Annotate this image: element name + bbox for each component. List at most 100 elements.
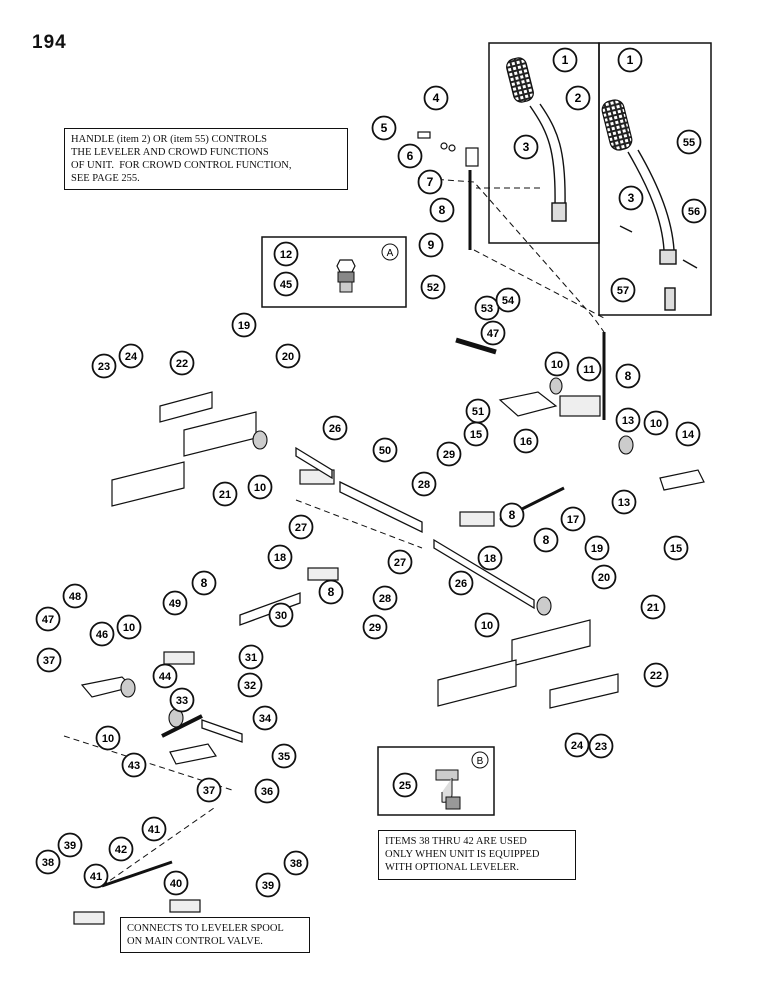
callout-21: 21 — [640, 594, 666, 620]
callout-10: 10 — [544, 351, 570, 377]
callout-number: 29 — [443, 449, 455, 461]
callout-number: 13 — [622, 415, 634, 427]
callout-number: 41 — [90, 871, 102, 883]
mounting-plates — [111, 391, 619, 709]
callout-number: 51 — [472, 406, 484, 418]
callout-number: 19 — [591, 543, 603, 555]
callout-10: 10 — [247, 474, 273, 500]
callout-38: 38 — [35, 849, 61, 875]
callout-number: 35 — [278, 751, 290, 763]
callout-48: 48 — [62, 583, 88, 609]
detail-b-letter: B — [477, 756, 484, 767]
callout-number: 8 — [509, 508, 516, 522]
callout-number: 21 — [219, 489, 231, 501]
callout-3: 3 — [618, 185, 644, 211]
callout-8: 8 — [499, 502, 525, 528]
callout-number: 31 — [245, 652, 257, 664]
callout-number: 39 — [64, 840, 76, 852]
brackets — [73, 337, 705, 925]
callout-33: 33 — [169, 687, 195, 713]
callout-number: 41 — [148, 824, 160, 836]
page-number: 194 — [32, 32, 67, 53]
callout-number: 47 — [487, 328, 499, 340]
callout-number: 15 — [470, 429, 482, 441]
callout-28: 28 — [411, 471, 437, 497]
callout-number: 8 — [439, 203, 446, 217]
callout-number: 8 — [328, 585, 335, 599]
callout-23: 23 — [91, 353, 117, 379]
callout-number: 19 — [238, 320, 250, 332]
callout-51: 51 — [465, 398, 491, 424]
callout-number: 1 — [562, 53, 569, 67]
callout-number: 9 — [428, 238, 435, 252]
callout-25: 25 — [392, 772, 418, 798]
callout-number: 38 — [42, 857, 54, 869]
callout-45: 45 — [273, 271, 299, 297]
callout-55: 55 — [676, 129, 702, 155]
callout-29: 29 — [362, 614, 388, 640]
callout-number: 25 — [399, 780, 411, 792]
callout-number: 26 — [455, 578, 467, 590]
callout-26: 26 — [322, 415, 348, 441]
callout-number: 24 — [125, 351, 138, 363]
callout-57: 57 — [610, 277, 636, 303]
callout-1: 1 — [617, 47, 643, 73]
callout-26: 26 — [448, 570, 474, 596]
callout-number: 23 — [98, 361, 110, 373]
callout-number: 37 — [43, 655, 55, 667]
callout-number: 20 — [598, 572, 610, 584]
callout-22: 22 — [169, 350, 195, 376]
callout-number: 22 — [650, 670, 662, 682]
callout-number: 29 — [369, 622, 381, 634]
callout-12: 12 — [273, 241, 299, 267]
callout-13: 13 — [611, 489, 637, 515]
callout-number: 52 — [427, 282, 439, 294]
callout-22: 22 — [643, 662, 669, 688]
handle-grips — [506, 57, 633, 151]
callout-number: 23 — [595, 741, 607, 753]
handle-assembly-frames — [488, 42, 712, 316]
callout-18: 18 — [267, 544, 293, 570]
callout-17: 17 — [560, 506, 586, 532]
bushings — [120, 377, 634, 728]
callout-number: 4 — [433, 91, 440, 105]
callout-20: 20 — [591, 564, 617, 590]
callout-number: 37 — [203, 785, 215, 797]
callout-10: 10 — [116, 614, 142, 640]
callout-21: 21 — [212, 481, 238, 507]
callout-number: 6 — [407, 149, 414, 163]
callout-number: 16 — [520, 436, 532, 448]
callout-number: 49 — [169, 598, 181, 610]
callout-37: 37 — [36, 647, 62, 673]
callout-number: 8 — [543, 533, 550, 547]
callout-number: 43 — [128, 760, 140, 772]
callout-number: 28 — [379, 593, 391, 605]
callout-6: 6 — [397, 143, 423, 169]
note-leveler-spool: CONNECTS TO LEVELER SPOOL ON MAIN CONTRO… — [120, 917, 310, 953]
callout-15: 15 — [663, 535, 689, 561]
callout-39: 39 — [57, 832, 83, 858]
callout-number: 30 — [275, 610, 287, 622]
callout-24: 24 — [564, 732, 590, 758]
callout-4: 4 — [423, 85, 449, 111]
callout-number: 10 — [254, 482, 266, 494]
callout-2: 2 — [565, 85, 591, 111]
callout-number: 11 — [583, 364, 595, 376]
callout-36: 36 — [254, 778, 280, 804]
callout-8: 8 — [318, 579, 344, 605]
callout-number: 5 — [381, 121, 388, 135]
callout-number: 53 — [481, 303, 493, 315]
callout-number: 50 — [379, 445, 391, 457]
callout-number: 10 — [123, 622, 135, 634]
callout-13: 13 — [615, 407, 641, 433]
detail-a-letter: A — [387, 248, 394, 259]
callout-43: 43 — [121, 752, 147, 778]
callout-number: 22 — [176, 358, 188, 370]
callout-number: 8 — [201, 576, 208, 590]
callout-47: 47 — [35, 606, 61, 632]
callout-number: 45 — [280, 279, 292, 291]
detail-a-box: A — [261, 236, 407, 308]
callout-49: 49 — [162, 590, 188, 616]
